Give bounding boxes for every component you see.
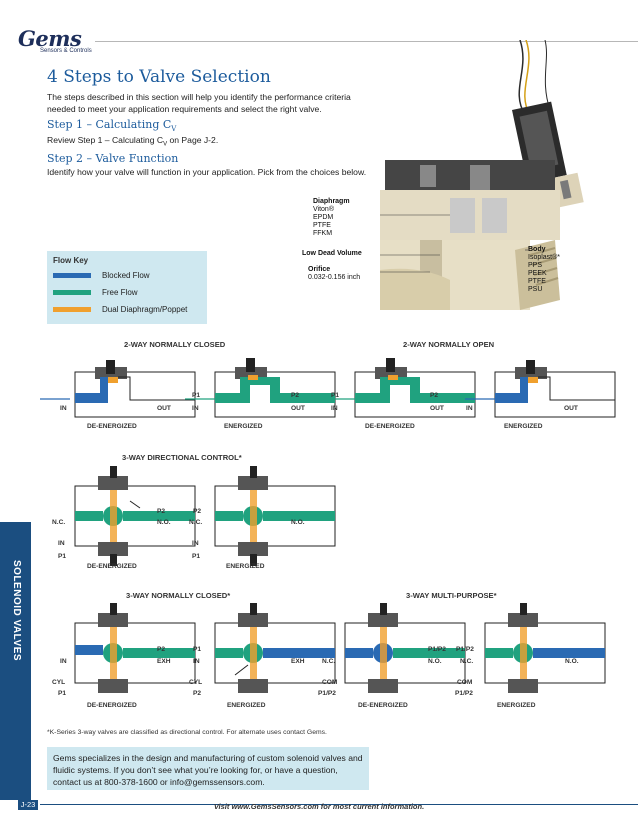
title-3way-mp: 3-WAY MULTI-PURPOSE* xyxy=(406,591,497,600)
label-p1p2: P1/P2 xyxy=(318,690,336,697)
label-cyl: CYL xyxy=(52,679,65,686)
label-p1: P1 xyxy=(192,392,200,399)
label-in: IN xyxy=(466,405,473,412)
label-p2: P2 xyxy=(193,690,201,697)
blocked-flow-swatch xyxy=(53,273,91,278)
label-in: IN xyxy=(60,405,67,412)
title-3way-dir: 3-WAY DIRECTIONAL CONTROL* xyxy=(122,453,242,462)
logo-subtext: Sensors & Controls xyxy=(40,48,92,54)
label-p2: P2 xyxy=(291,392,299,399)
state-energized: ENERGIZED xyxy=(224,423,262,430)
label-in: IN xyxy=(192,405,199,412)
state-energized: ENERGIZED xyxy=(226,563,264,570)
flow-key-panel: Flow Key Blocked Flow Free Flow Dual Dia… xyxy=(47,251,207,324)
label-p1: P1 xyxy=(193,646,201,653)
step2-heading: Step 2 – Valve Function xyxy=(47,152,178,165)
label-nc: N.C. xyxy=(322,658,335,665)
orifice-callout: Orifice 0.032-0.156 inch xyxy=(308,266,360,282)
label-no: N.O. xyxy=(428,658,442,665)
label-out: OUT xyxy=(564,405,578,412)
title-2way-no: 2-WAY NORMALLY OPEN xyxy=(403,340,494,349)
label-p1: P1 xyxy=(58,553,66,560)
label-no: N.O. xyxy=(565,658,579,665)
free-flow-label: Free Flow xyxy=(102,288,138,297)
label-exh: EXH xyxy=(291,658,305,665)
label-nc: N.C. xyxy=(52,519,65,526)
label-p1: P1 xyxy=(192,553,200,560)
valve-cutaway-image xyxy=(380,40,635,310)
intro-text: The steps described in this section will… xyxy=(47,91,367,115)
info-box: Gems specializes in the design and manuf… xyxy=(47,747,369,790)
body-callout: Body Isoplast®* PPS PEEK PTFE PSU xyxy=(528,246,560,294)
title-3way-nc: 3-WAY NORMALLY CLOSED* xyxy=(126,591,230,600)
side-tab-label: SOLENOID VALVES xyxy=(11,560,22,661)
footnote: *K-Series 3-way valves are classified as… xyxy=(47,729,327,736)
state-energized: ENERGIZED xyxy=(497,702,535,709)
state-de-energized: DE-ENERGIZED xyxy=(365,423,415,430)
gems-logo: Gems Sensors & Controls xyxy=(18,26,92,54)
diaphragm-callout: Diaphragm Viton® EPDM PTFE FFKM xyxy=(313,198,350,238)
free-flow-swatch xyxy=(53,290,91,295)
state-de-energized: DE-ENERGIZED xyxy=(87,702,137,709)
label-p2: P2 xyxy=(157,508,165,515)
poppet-swatch xyxy=(53,307,91,312)
label-cyl: CYL xyxy=(189,679,202,686)
state-energized: ENERGIZED xyxy=(504,423,542,430)
section-side-tab: SOLENOID VALVES xyxy=(0,522,31,800)
label-in: IN xyxy=(192,540,199,547)
footer-text: Visit www.GemsSensors.com for most curre… xyxy=(0,802,638,811)
label-com: COM xyxy=(322,679,337,686)
label-com: COM xyxy=(457,679,472,686)
label-p1p2: P1/P2 xyxy=(456,646,474,653)
label-in: IN xyxy=(58,540,65,547)
blocked-flow-label: Blocked Flow xyxy=(102,271,150,280)
label-p2: P2 xyxy=(157,646,165,653)
step1-heading: Step 1 – Calculating CV xyxy=(47,118,176,133)
dead-volume-callout: Low Dead Volume xyxy=(302,250,362,258)
label-out: OUT xyxy=(430,405,444,412)
step1-text: Review Step 1 – Calculating CV on Page J… xyxy=(47,135,218,148)
label-out: OUT xyxy=(291,405,305,412)
label-no: N.O. xyxy=(291,519,305,526)
label-p1: P1 xyxy=(331,392,339,399)
state-de-energized: DE-ENERGIZED xyxy=(358,702,408,709)
label-p2: P2 xyxy=(430,392,438,399)
flow-key-title: Flow Key xyxy=(53,256,88,265)
label-nc: N.C. xyxy=(460,658,473,665)
label-in: IN xyxy=(193,658,200,665)
page-title: 4 Steps to Valve Selection xyxy=(47,67,271,87)
poppet-label: Dual Diaphragm/Poppet xyxy=(102,305,187,314)
label-p1: P1 xyxy=(58,690,66,697)
label-p1p2: P1/P2 xyxy=(455,690,473,697)
step2-text: Identify how your valve will function in… xyxy=(47,167,366,177)
title-2way-nc: 2-WAY NORMALLY CLOSED xyxy=(124,340,225,349)
label-in: IN xyxy=(60,658,67,665)
label-no: N.O. xyxy=(157,519,171,526)
three-way-directional-diagrams xyxy=(40,466,340,566)
label-out: OUT xyxy=(157,405,171,412)
label-in: IN xyxy=(331,405,338,412)
label-p1p2: P1/P2 xyxy=(428,646,446,653)
label-nc: N.C. xyxy=(189,519,202,526)
three-way-nc-mp-diagrams xyxy=(40,603,638,703)
state-de-energized: DE-ENERGIZED xyxy=(87,563,137,570)
state-de-energized: DE-ENERGIZED xyxy=(87,423,137,430)
label-exh: EXH xyxy=(157,658,171,665)
state-energized: ENERGIZED xyxy=(227,702,265,709)
label-p2: P2 xyxy=(193,508,201,515)
